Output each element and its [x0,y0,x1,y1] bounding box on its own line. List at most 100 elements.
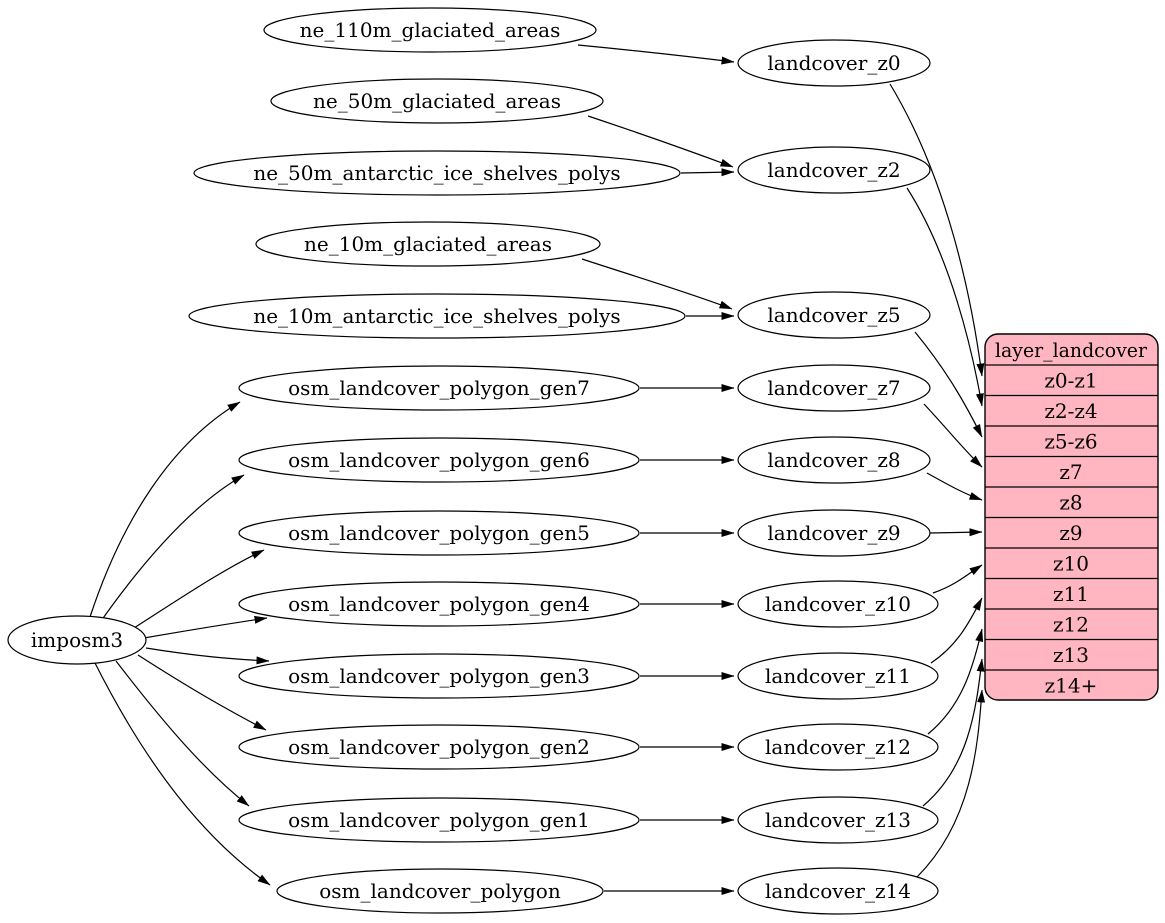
node-label: landcover_z14 [765,879,911,903]
node-landcover-z8: landcover_z8 [737,436,931,484]
node-ne-110m-glaciated-areas: ne_110m_glaciated_areas [263,7,597,53]
node-shape [737,291,931,339]
table-title: layer_landcover [995,338,1147,362]
node-label: ne_10m_antarctic_ice_shelves_polys [253,304,620,328]
node-label: osm_landcover_polygon_gen6 [288,448,590,472]
node-shape [737,509,931,557]
node-shape [737,436,931,484]
node-label: landcover_z9 [767,521,900,545]
node-shape [255,221,601,267]
node-shape [238,437,640,483]
edge-z11-to-row-z11 [930,597,983,664]
node-label: landcover_z11 [765,664,911,688]
edge-z12-to-row-z12 [927,628,984,735]
table-row-z13: z13 [1053,643,1089,667]
node-landcover-z13: landcover_z13 [737,796,939,844]
node-label: osm_landcover_polygon_gen1 [288,808,590,832]
node-label: landcover_z5 [767,303,900,327]
node-shape [737,867,939,915]
table-row-z14plus: z14+ [1045,674,1098,698]
node-label: landcover_z13 [765,808,911,832]
node-label: osm_landcover_polygon_gen7 [288,376,590,400]
table-row-z8: z8 [1059,491,1082,515]
node-label: landcover_z8 [767,448,900,472]
node-landcover-z2: landcover_z2 [737,146,931,194]
node-label: ne_50m_glaciated_areas [313,89,561,113]
node-osm-landcover-polygon-gen6: osm_landcover_polygon_gen6 [238,437,640,483]
node-shape [737,580,939,628]
node-label: osm_landcover_polygon_gen2 [288,735,590,759]
node-imposm3-label: imposm3 [31,628,123,652]
edge-z9-to-row-z9 [929,528,983,537]
node-label: ne_10m_glaciated_areas [304,232,552,256]
edge-z0-to-row-z0-z1 [889,83,985,377]
node-osm-landcover-polygon-gen3: osm_landcover_polygon_gen3 [238,653,640,699]
edge-z7-to-row-z7 [923,403,983,468]
table-layer-landcover: layer_landcover z0-z1 z2-z4 z5-z6 z7 z8 … [984,333,1159,701]
node-osm-landcover-polygon: osm_landcover_polygon [276,868,604,914]
node-landcover-z14: landcover_z14 [737,867,939,915]
node-ne-50m-glaciated-areas: ne_50m_glaciated_areas [270,78,604,124]
edge-imposm3-to-gen3 [145,647,270,665]
node-osm-landcover-polygon-gen2: osm_landcover_polygon_gen2 [238,724,640,770]
node-shape [737,146,931,194]
node-shape [193,150,681,196]
node-landcover-z10: landcover_z10 [737,580,939,628]
node-label: ne_110m_glaciated_areas [300,18,561,42]
table-row-z12: z12 [1053,613,1089,637]
node-shape [238,581,640,627]
node-landcover-z5: landcover_z5 [737,291,931,339]
node-ne-10m-antarctic-ice-shelves-polys: ne_10m_antarctic_ice_shelves_polys [188,293,686,339]
node-shape [737,364,931,412]
node-shape [276,868,604,914]
table-row-z11: z11 [1053,582,1089,606]
node-label: osm_landcover_polygon_gen3 [288,664,590,688]
node-shape [737,796,939,844]
node-shape [737,652,939,700]
edge-z10-to-row-z10 [932,564,983,594]
table-row-z2-z4: z2-z4 [1044,399,1097,423]
edge-ne50m-antarctic-to-z2 [680,168,735,177]
edge-z13-to-row-z13 [922,658,985,807]
node-label: landcover_z0 [767,51,900,75]
node-ne-10m-glaciated-areas: ne_10m_glaciated_areas [255,221,601,267]
table-row-z5-z6: z5-z6 [1044,430,1097,454]
node-label: landcover_z7 [767,376,900,400]
node-shape [188,293,686,339]
node-osm-landcover-polygon-gen4: osm_landcover_polygon_gen4 [238,581,640,627]
node-landcover-z0: landcover_z0 [737,39,931,87]
edge-z14-to-row-z14plus [916,689,986,878]
node-osm-landcover-polygon-gen7: osm_landcover_polygon_gen7 [238,365,640,411]
node-shape [737,723,939,771]
edge-imposm3-to-gen6 [100,474,245,622]
node-shape [238,724,640,770]
node-landcover-z9: landcover_z9 [737,509,931,557]
edge-imposm3-to-gen7 [89,401,241,618]
node-label: ne_50m_antarctic_ice_shelves_polys [253,161,620,185]
node-landcover-z7: landcover_z7 [737,364,931,412]
edge-imposm3-to-gen4 [143,615,268,639]
node-landcover-z11: landcover_z11 [737,652,939,700]
edge-imposm3-to-gen5 [133,549,265,629]
node-shape [238,510,640,556]
node-label: landcover_z12 [765,735,911,759]
node-label: landcover_z10 [765,592,911,616]
node-shape [238,797,640,843]
node-shape [263,7,597,53]
node-osm-landcover-polygon-gen5: osm_landcover_polygon_gen5 [238,510,640,556]
edge-z5-to-row-z5-z6 [914,331,983,438]
edge-z8-to-row-z8 [926,472,983,501]
edge-z2-to-row-z2-z4 [906,187,984,407]
node-imposm3-shape [7,615,147,665]
table-row-z0-z1: z0-z1 [1044,369,1097,393]
edge-imposm3-to-gen2 [137,654,267,731]
node-landcover-z12: landcover_z12 [737,723,939,771]
edge-ne10m-glaciated-to-z5 [581,258,733,310]
table-row-z7: z7 [1059,460,1082,484]
table-row-z9: z9 [1059,521,1082,545]
node-shape [270,78,604,124]
node-label: landcover_z2 [767,158,900,182]
node-label: osm_landcover_polygon_gen4 [288,592,590,616]
edge-imposm3-to-gen1 [115,660,250,807]
